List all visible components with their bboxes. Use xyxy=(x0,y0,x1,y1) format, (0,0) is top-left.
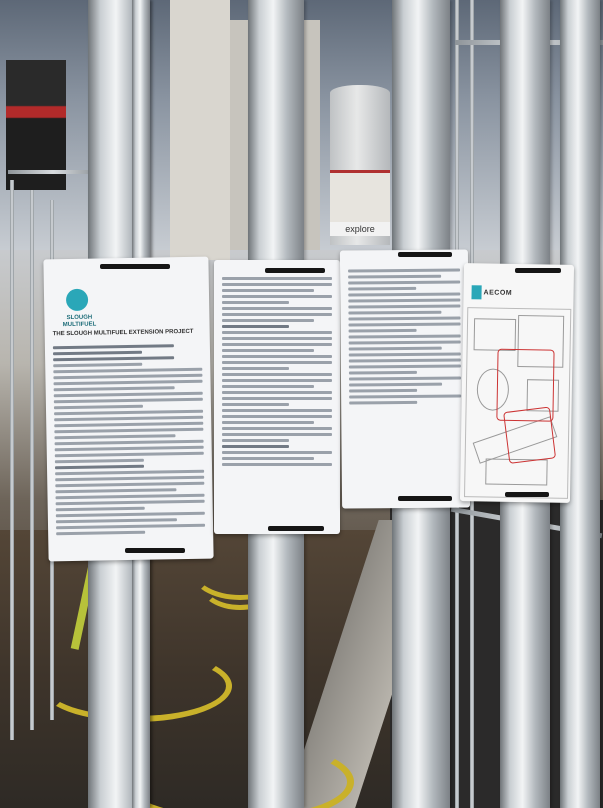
planning-notice-2 xyxy=(214,260,340,534)
fence-rail xyxy=(10,180,14,740)
yellow-hose xyxy=(120,740,354,808)
notice-body-text xyxy=(216,274,338,469)
explore-banner: explore xyxy=(330,222,390,236)
background-building-red-stripe xyxy=(6,60,66,190)
cable-tie xyxy=(268,526,324,531)
cable-tie xyxy=(398,252,452,257)
cable-tie xyxy=(265,268,325,273)
fence-rail xyxy=(8,170,98,174)
cable-tie xyxy=(125,548,185,553)
cable-tie xyxy=(515,268,561,273)
concrete-column xyxy=(170,0,230,260)
logo-text: SLOUGH MULTIFUEL xyxy=(62,314,97,329)
cable-tie xyxy=(398,496,452,501)
planning-notice-1: SLOUGH MULTIFUEL THE SLOUGH MULTIFUEL EX… xyxy=(43,256,214,562)
notice-title: THE SLOUGH MULTIFUEL EXTENSION PROJECT xyxy=(52,328,194,338)
site-map-notice: AECOM xyxy=(459,263,575,503)
notice-body-text xyxy=(342,265,467,407)
cable-tie xyxy=(100,264,170,269)
notice-body-text xyxy=(47,341,211,539)
planning-notice-3 xyxy=(339,249,471,509)
map-brand: AECOM xyxy=(483,289,513,297)
site-map xyxy=(464,307,572,499)
slough-multifuel-logo-icon xyxy=(65,288,89,312)
aecom-logo-icon xyxy=(471,285,482,300)
cable-tie xyxy=(505,492,549,497)
fence-rail xyxy=(30,190,34,730)
